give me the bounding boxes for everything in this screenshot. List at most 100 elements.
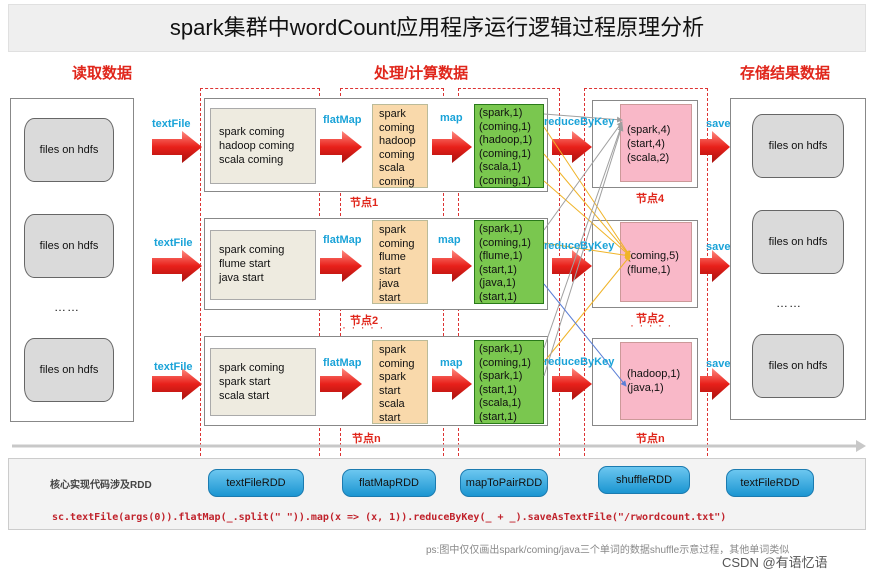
pair-item: (spark,1)	[479, 107, 523, 119]
output-ellipsis: ……	[776, 296, 802, 310]
text-line: flume start	[219, 258, 271, 270]
pairs-row2: (spark,1) (coming,1) (flume,1) (start,1)…	[474, 220, 544, 304]
op-label-map-3: map	[440, 357, 463, 369]
watermark: CSDN @有语忆语	[722, 555, 828, 570]
words-row2: spark coming flume start java start	[372, 220, 428, 304]
pair-item: (coming,1)	[479, 120, 531, 133]
pair-item: (start,1)	[479, 410, 517, 423]
text-line: spark coming	[219, 126, 285, 138]
red-arrow	[700, 250, 730, 282]
word-item: start	[379, 291, 401, 304]
pair-item: (flume,1)	[479, 250, 523, 262]
word-item: start	[379, 411, 401, 424]
pair-item: (hadoop,1)	[479, 134, 533, 146]
reduce-node-label-1: 节点4	[636, 193, 665, 205]
code-snippet: sc.textFile(args(0)).flatMap(_.split(" "…	[52, 512, 727, 523]
op-label-save-1: save	[706, 118, 731, 130]
result-item: (hadoop,1)	[627, 368, 681, 380]
red-arrow	[552, 250, 592, 282]
pair-item: (coming,1)	[479, 356, 531, 369]
op-label-flatmap-1: flatMap	[323, 114, 362, 126]
text-line: spark start	[219, 376, 271, 388]
text-line: hadoop coming	[219, 140, 295, 152]
word-item: java	[379, 278, 400, 290]
op-label-flatmap-3: flatMap	[323, 357, 362, 369]
text-lines-row1: spark coming hadoop coming scala coming	[210, 108, 316, 184]
pair-item: (spark,1)	[479, 370, 523, 382]
red-arrow	[320, 250, 362, 282]
diagram-title: spark集群中wordCount应用程序运行逻辑过程原理分析	[8, 4, 866, 52]
rdd-textfile: textFileRDD	[208, 469, 304, 497]
node-label-row1: 节点1	[350, 197, 379, 209]
pair-item: (scala,1)	[479, 397, 522, 409]
pair-item: (coming,1)	[479, 236, 531, 249]
pair-item: (scala,1)	[479, 161, 522, 173]
rdd-panel-label: 核心实现代码涉及RDD	[50, 480, 152, 491]
pair-item: (spark,1)	[479, 343, 523, 355]
text-line: spark coming	[219, 362, 285, 374]
op-label-map-1: map	[440, 112, 463, 124]
red-arrow	[320, 131, 362, 163]
text-line: spark coming	[219, 244, 285, 256]
reduce-ellipsis: · · · · ·	[630, 318, 673, 332]
rdd-panel	[8, 458, 866, 530]
timeline-arrow	[12, 440, 866, 452]
op-label-reduce-3: reduceByKey	[544, 356, 615, 368]
text-line: scala start	[219, 390, 270, 402]
red-arrow	[432, 131, 472, 163]
pair-item: (spark,1)	[479, 223, 523, 235]
rdd-shuffle: shuffleRDD	[598, 466, 690, 494]
op-label-flatmap-2: flatMap	[323, 234, 362, 246]
word-item: coming	[379, 148, 415, 161]
text-line: java start	[219, 272, 264, 284]
text-lines-row2: spark coming flume start java start	[210, 230, 316, 300]
output-file-3: files on hdfs	[752, 334, 844, 398]
pairs-row3: (spark,1) (coming,1) (spark,1) (start,1)…	[474, 340, 544, 424]
words-row3: spark coming spark start scala start	[372, 340, 428, 424]
word-item: spark	[379, 344, 406, 356]
word-item: start	[379, 264, 401, 277]
node-label-row3: 节点n	[352, 433, 381, 445]
result-item: (spark,4)	[627, 124, 671, 136]
red-arrow	[152, 131, 202, 163]
result-item: (coming,5)	[627, 250, 679, 262]
word-item: coming	[379, 121, 415, 134]
op-label-save-2: save	[706, 241, 731, 253]
word-item: hadoop	[379, 135, 416, 147]
word-item: flume	[379, 251, 406, 263]
pair-item: (java,1)	[479, 277, 516, 289]
reduce-node-label-3: 节点n	[636, 433, 665, 445]
word-item: scala	[379, 162, 405, 174]
word-item: coming	[379, 357, 415, 370]
node-ellipsis-row2: · · · · ·	[342, 320, 385, 334]
word-item: scala	[379, 398, 405, 410]
word-item: spark	[379, 371, 406, 383]
rdd-maptopair: mapToPairRDD	[460, 469, 548, 497]
input-file-1: files on hdfs	[24, 118, 114, 182]
word-item: start	[379, 384, 401, 397]
pair-item: (coming,1)	[479, 147, 531, 160]
red-arrow	[432, 250, 472, 282]
input-file-3: files on hdfs	[24, 338, 114, 402]
result-item: (flume,1)	[627, 264, 671, 276]
word-item: spark	[379, 108, 406, 120]
result-item: (start,4)	[627, 138, 665, 150]
red-arrow	[320, 368, 362, 400]
red-arrow	[152, 368, 202, 400]
red-arrow	[552, 368, 592, 400]
output-file-1: files on hdfs	[752, 114, 844, 178]
footnote: ps:图中仅仅画出spark/coming/java三个单词的数据shuffle…	[426, 545, 790, 556]
result-item: (scala,2)	[627, 152, 670, 164]
op-label-reduce-1: reduceByKey	[544, 116, 615, 128]
red-arrow	[552, 131, 592, 163]
reduce-result-3: (hadoop,1) (java,1)	[620, 342, 692, 420]
reduce-result-1: (spark,4) (start,4) (scala,2)	[620, 104, 692, 182]
red-arrow	[700, 368, 730, 400]
op-label-textfile-2: textFile	[154, 237, 193, 249]
red-arrow	[700, 131, 730, 163]
shuffle-lines	[543, 113, 631, 387]
result-item: (java,1)	[627, 382, 664, 394]
op-label-reduce-2: reduceByKey	[544, 240, 615, 252]
red-arrow	[152, 250, 202, 282]
